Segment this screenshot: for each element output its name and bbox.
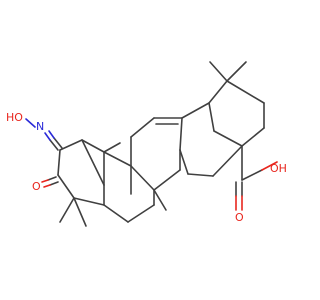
ketone-group (41, 176, 59, 188)
molecule-diagram: OH O HO N O (6, 61, 287, 227)
label-o-acid: O (235, 211, 244, 224)
carboxylic-acid (235, 145, 278, 211)
structure-canvas: OH O HO N O (6, 61, 287, 227)
oxime-group (25, 118, 63, 151)
ring-a (57, 139, 105, 227)
label-oh-acid: OH (270, 162, 287, 175)
label-o-ketone: O (32, 180, 41, 193)
ring-d (179, 102, 243, 177)
label-ho-oxime: HO (6, 111, 23, 124)
ring-b (103, 142, 155, 223)
ring-c (130, 117, 183, 211)
label-n-oxime: N (36, 120, 44, 133)
ring-e (208, 61, 265, 147)
